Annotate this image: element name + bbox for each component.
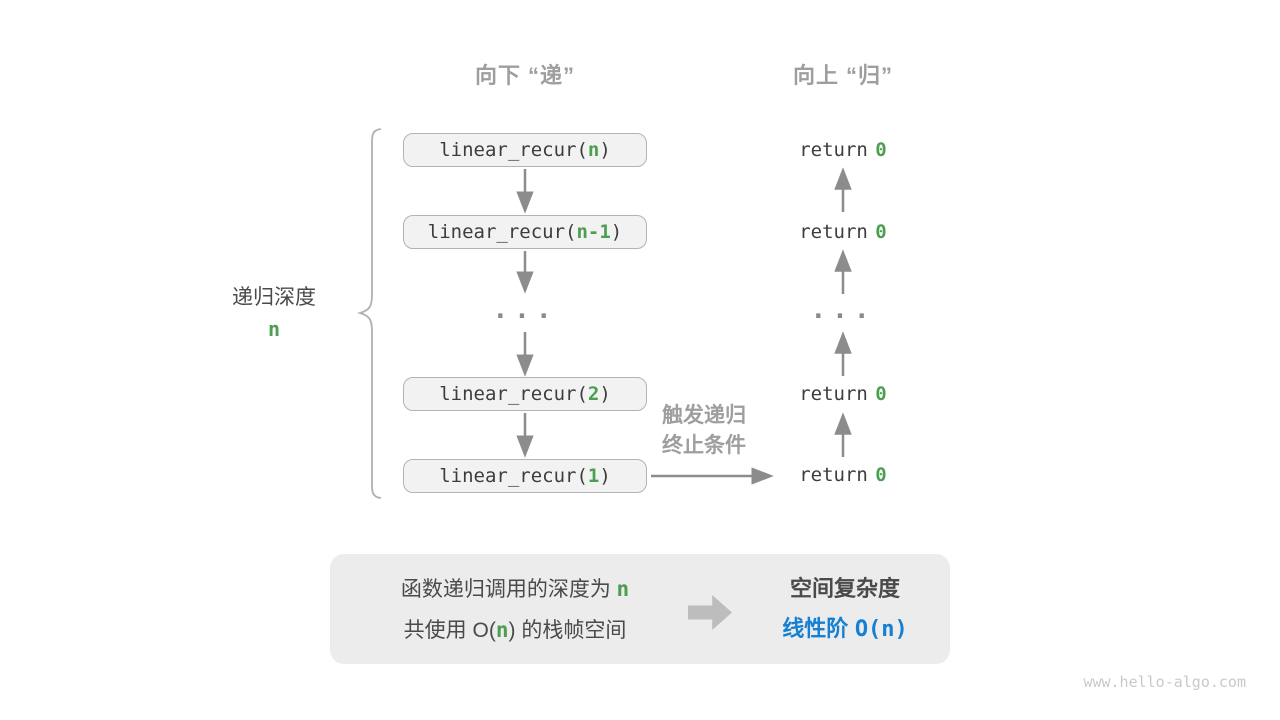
return-keyword: return xyxy=(799,383,868,405)
terminate-condition-line1: 触发递归 xyxy=(662,404,746,427)
complexity-value: O(n) xyxy=(854,617,908,642)
return-statement: return 0 xyxy=(763,382,923,406)
return-value: 0 xyxy=(875,383,887,405)
summary-title: 空间复杂度 xyxy=(789,576,900,601)
call-box-arg: n xyxy=(587,139,600,161)
summary-space-suffix: ) 的栈帧空间 xyxy=(508,619,627,642)
summary-space-value: n xyxy=(495,618,509,642)
header-descend: 向下 “递” xyxy=(474,63,576,88)
call-box-linear-recur-n-1: linear_recur(n-1) xyxy=(403,215,647,249)
call-box-linear-recur-1: linear_recur(1) xyxy=(403,459,647,493)
return-keyword: return xyxy=(799,221,868,243)
return-value: 0 xyxy=(875,139,887,161)
return-keyword: return xyxy=(799,464,868,486)
summary-space-prefix: 共使用 O( xyxy=(403,619,496,642)
call-box-close: ) xyxy=(599,465,611,487)
call-box-close: ) xyxy=(610,221,623,243)
call-box-linear-recur-2: linear_recur(2) xyxy=(403,377,647,411)
ellipsis-recurse-column: ... xyxy=(492,295,558,325)
ellipsis-return-column: ... xyxy=(810,295,876,325)
depth-label-value: n xyxy=(267,317,281,341)
summary-space-line: 共使用 O(n) 的栈帧空间 xyxy=(345,610,685,651)
return-statement: return 0 xyxy=(763,138,923,162)
terminate-condition-line2: 终止条件 xyxy=(662,434,746,457)
call-box-code: linear_recur( xyxy=(439,139,588,161)
complexity-label: 线性阶 xyxy=(782,616,849,641)
return-statement: return 0 xyxy=(763,220,923,244)
return-statement: return 0 xyxy=(763,463,923,487)
call-box-code: linear_recur( xyxy=(439,383,588,405)
summary-panel xyxy=(330,554,950,664)
call-box-code: linear_recur( xyxy=(439,465,588,487)
summary-depth-value: n xyxy=(616,577,630,601)
header-ascend: 向上 “归” xyxy=(792,63,894,88)
watermark: www.hello-algo.com xyxy=(1083,673,1246,691)
call-box-close: ) xyxy=(599,139,611,161)
return-value: 0 xyxy=(875,464,887,486)
return-value: 0 xyxy=(875,221,887,243)
call-box-linear-recur-n: linear_recur(n) xyxy=(403,133,647,167)
depth-brace xyxy=(356,128,382,499)
return-keyword: return xyxy=(799,139,868,161)
terminate-condition-label: 触发递归 终止条件 xyxy=(662,401,772,461)
depth-label-title: 递归深度 xyxy=(232,286,316,309)
call-box-arg: 2 xyxy=(587,383,600,405)
call-box-arg: 1 xyxy=(587,465,600,487)
call-box-code: linear_recur( xyxy=(427,221,577,243)
summary-depth-prefix: 函数递归调用的深度为 xyxy=(400,578,611,601)
call-box-close: ) xyxy=(599,383,611,405)
call-box-arg: n-1 xyxy=(576,221,611,243)
